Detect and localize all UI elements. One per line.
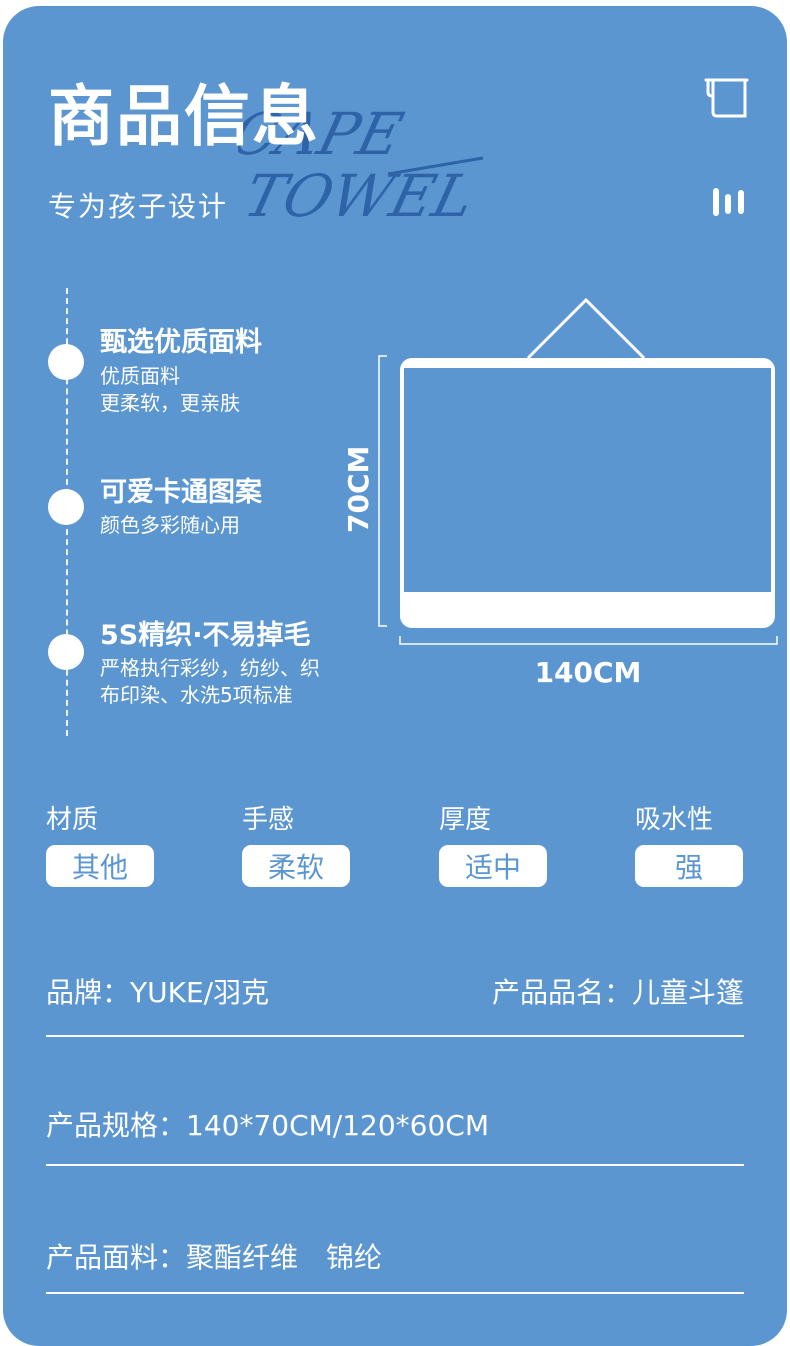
feature-title: 可爱卡通图案 [100, 477, 262, 508]
page-title: 商品信息 [48, 78, 320, 155]
page-subtitle: 专为孩子设计 [48, 190, 229, 223]
attr-value-feel: 柔软 [242, 845, 350, 887]
divider [46, 1292, 744, 1294]
timeline-dot [48, 344, 84, 380]
feature-desc: 严格执行彩纱，纺纱、织 [100, 656, 320, 680]
brand-info: 品牌：YUKE/羽克 [46, 976, 270, 1009]
feature-desc: 优质面料 [100, 364, 180, 388]
product-info-card: CAPE TOWEL 商品信息 专为孩子设计 甄选优质面料 优质面料 更柔软，更… [3, 6, 787, 1346]
attr-label-feel: 手感 [242, 805, 295, 835]
fabric-info: 产品面料：聚酯纤维 锦纶 [46, 1241, 383, 1274]
spec-info: 产品规格：140*70CM/120*60CM [46, 1109, 489, 1142]
attr-label-material: 材质 [46, 805, 99, 835]
attr-label-absorbency: 吸水性 [635, 805, 714, 835]
pause-bars-icon [713, 188, 744, 216]
product-name-info: 产品品名：儿童斗篷 [491, 976, 744, 1009]
feature-title: 甄选优质面料 [100, 327, 262, 358]
attr-value-material: 其他 [46, 845, 154, 887]
towel-dimension-diagram [378, 297, 778, 645]
watermark-line1: CAPE [238, 100, 410, 168]
height-label: 70CM [342, 445, 375, 533]
feature-title: 5S精织·不易掉毛 [100, 620, 311, 651]
divider [46, 1164, 744, 1166]
attr-value-thickness: 适中 [439, 845, 547, 887]
feature-desc: 颜色多彩随心用 [100, 513, 240, 537]
feature-desc: 更柔软，更亲肤 [100, 391, 240, 415]
timeline-dot [48, 634, 84, 670]
watermark-line2: TOWEL [238, 162, 481, 230]
divider [46, 1035, 744, 1037]
width-label: 140CM [534, 656, 642, 689]
width-bracket [399, 636, 778, 645]
height-bracket [378, 355, 387, 627]
towel-icon [704, 78, 749, 118]
timeline-dot [48, 489, 84, 525]
hanger-loop [526, 297, 646, 360]
attr-value-absorbency: 强 [635, 845, 743, 887]
attr-label-thickness: 厚度 [439, 805, 492, 835]
feature-desc: 布印染、水洗5项标准 [100, 683, 293, 707]
cape-towel-watermark: CAPE TOWEL [238, 100, 484, 230]
